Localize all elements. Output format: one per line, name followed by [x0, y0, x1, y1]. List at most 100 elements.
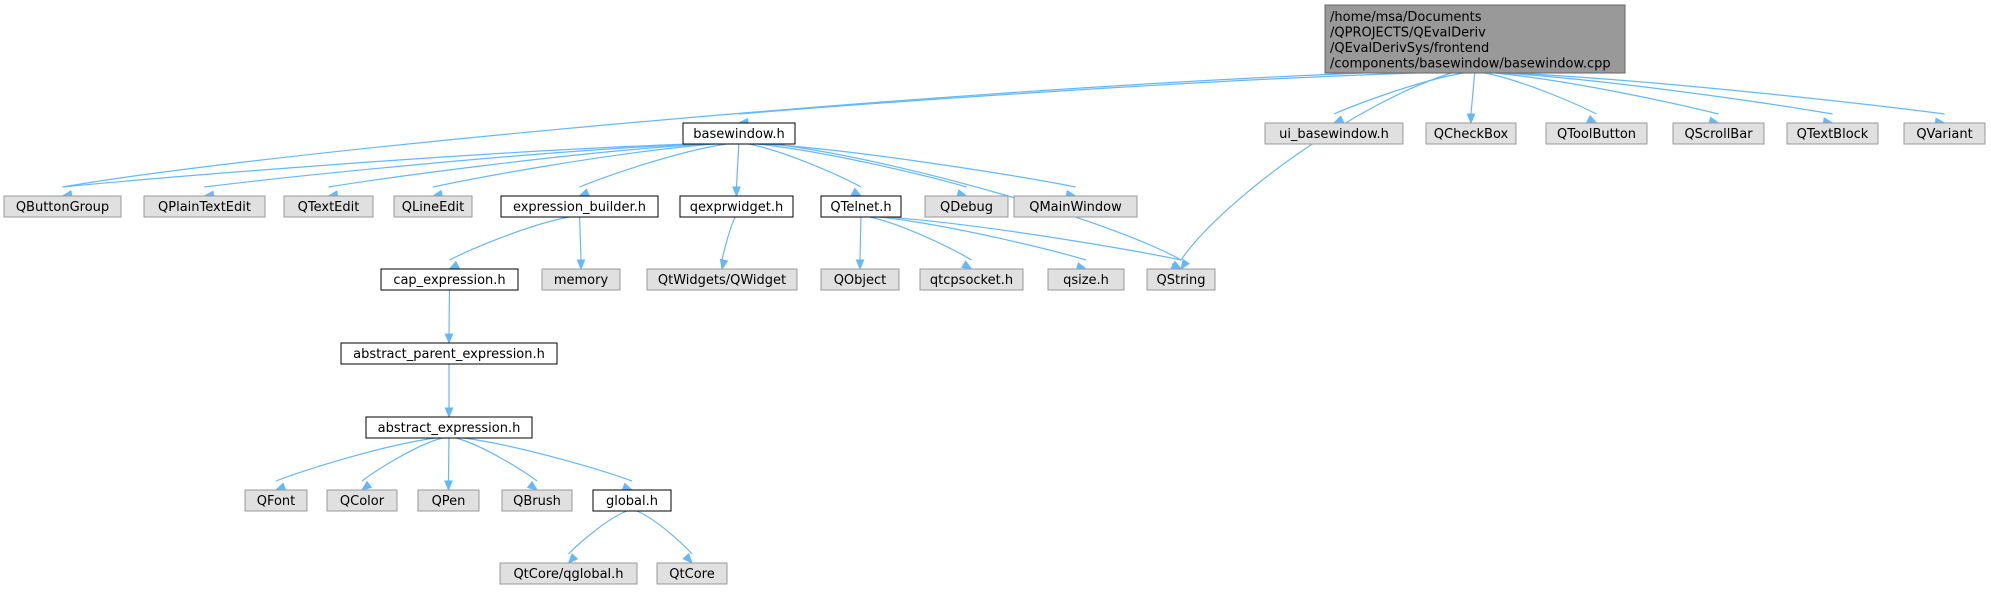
- edge-arrowhead: [444, 407, 454, 419]
- node-box: [501, 489, 573, 512]
- node-cap-expression-h[interactable]: cap_expression.h: [380, 268, 519, 291]
- node-label: QtCore/qglobal.h: [513, 567, 623, 582]
- edge-arrowhead: [578, 188, 590, 197]
- node-memory: memory: [541, 268, 621, 291]
- edge-basewindow_h-to-QTelnet_h: [748, 143, 863, 197]
- edge-line: [735, 143, 740, 188]
- node-label: /components/basewindow/basewindow.cpp: [1330, 57, 1611, 72]
- node-label: QtWidgets/QWidget: [658, 273, 786, 288]
- edge-line: [869, 216, 972, 261]
- edge-line: [463, 437, 633, 482]
- edge-line: [449, 216, 570, 261]
- edge-qexprwidget_h-to-QtWidgets_QWidget: [719, 216, 736, 271]
- node-qtextedit: QTextEdit: [283, 195, 374, 218]
- node-label: QToolButton: [1557, 127, 1636, 142]
- node-qexprwidget-h[interactable]: qexprwidget.h: [679, 195, 794, 218]
- node-abstract-expression-h[interactable]: abstract_expression.h: [365, 416, 533, 439]
- node-box: [1545, 122, 1648, 145]
- node-label: QColor: [340, 494, 385, 509]
- node-expression-builder-h[interactable]: expression_builder.h: [500, 195, 659, 218]
- node-qtwidgets-qwidget: QtWidgets/QWidget: [646, 268, 798, 291]
- edge-line: [757, 143, 967, 188]
- edge-line: [1333, 72, 1464, 115]
- node-qtextblock: QTextBlock: [1786, 122, 1879, 145]
- node-label: QMainWindow: [1029, 200, 1122, 215]
- node-box: [919, 268, 1024, 291]
- node-box: [1324, 4, 1626, 74]
- node-qfont: QFont: [244, 489, 308, 512]
- node-ui-basewindow-h: ui_basewindow.h: [1264, 122, 1404, 145]
- node-label: /home/msa/Documents: [1330, 10, 1482, 25]
- node-global-h[interactable]: global.h: [592, 489, 672, 512]
- edge-line: [361, 437, 443, 482]
- edge-line: [432, 143, 715, 188]
- node-label: QPen: [432, 494, 466, 509]
- node-box: [820, 195, 902, 218]
- edge-line: [275, 437, 436, 482]
- edge-line: [328, 143, 707, 188]
- edge-cap_expression_h-to-abstract_parent_expression_h: [444, 289, 454, 345]
- node-label: QObject: [834, 273, 887, 288]
- edge-arrowhead: [621, 482, 634, 491]
- edge-arrowhead: [567, 553, 579, 564]
- edge-root-to-QToolButton: [1484, 72, 1598, 124]
- node-qplaintextedit: QPlainTextEdit: [143, 195, 266, 218]
- node-label: QTextEdit: [298, 200, 360, 215]
- node-box: [393, 195, 473, 218]
- node-label: QPlainTextEdit: [158, 200, 251, 215]
- node-label: QLineEdit: [402, 200, 465, 215]
- node-box: [1047, 268, 1125, 291]
- node-qobject: QObject: [820, 268, 900, 291]
- node-box: [143, 195, 266, 218]
- node-qdebug: QDebug: [924, 195, 1009, 218]
- node-label: basewindow.h: [693, 127, 785, 142]
- edge-basewindow_h-to-QButtonGroup: [61, 143, 690, 200]
- edge-arrowhead: [855, 259, 865, 271]
- node-qsize-h: qsize.h: [1047, 268, 1125, 291]
- node-qtoolbutton: QToolButton: [1545, 122, 1648, 145]
- edge-line: [859, 216, 862, 261]
- edge-basewindow_h-to-qexprwidget_h: [732, 143, 741, 198]
- edge-arrowhead: [360, 480, 373, 491]
- edge-arrowhead: [448, 260, 460, 270]
- node-qvariant: QVariant: [1903, 122, 1986, 145]
- edge-line: [738, 72, 1417, 115]
- edge-QTelnet_h-to-QObject: [855, 216, 865, 271]
- node-basewindow-h[interactable]: basewindow.h: [682, 122, 796, 145]
- edge-root-to-QScrollBar: [1494, 72, 1720, 125]
- node-box: [283, 195, 374, 218]
- edge-abstract_expression_h-to-QFont: [274, 437, 436, 491]
- node-root: /home/msa/Documents/QPROJECTS/QEvalDeriv…: [1324, 4, 1626, 74]
- node-qtelnet-h[interactable]: QTelnet.h: [820, 195, 902, 218]
- node-box: [380, 268, 519, 291]
- edge-root-to-ui_basewindow_h: [1332, 72, 1464, 124]
- node-label: abstract_parent_expression.h: [353, 347, 545, 362]
- node-label: /QPROJECTS/QEvalDeriv: [1330, 26, 1486, 41]
- node-label: QScrollBar: [1684, 127, 1753, 142]
- edge-line: [1503, 72, 1833, 115]
- node-label: QTelnet.h: [830, 200, 891, 215]
- edge-arrowhead: [444, 480, 453, 492]
- node-label: QFont: [257, 494, 296, 509]
- node-label: QButtonGroup: [16, 200, 109, 215]
- node-box: [1903, 122, 1986, 145]
- edge-arrowhead: [850, 187, 863, 197]
- node-qscrollbar: QScrollBar: [1672, 122, 1765, 145]
- edge-arrowhead: [682, 553, 693, 565]
- node-box: [682, 122, 796, 145]
- edge-abstract_expression_h-to-QPen: [444, 437, 453, 492]
- node-label: qsize.h: [1063, 273, 1109, 288]
- node-label: expression_builder.h: [513, 200, 646, 215]
- edge-abstract_expression_h-to-QColor: [360, 437, 443, 491]
- edge-line: [636, 510, 693, 555]
- node-qbuttongroup: QButtonGroup: [3, 195, 122, 218]
- node-qtcore: QtCore: [656, 562, 728, 585]
- node-box: [3, 195, 122, 218]
- node-label: qtcpsocket.h: [930, 273, 1013, 288]
- edge-arrowhead: [274, 482, 287, 491]
- edge-expression_builder_h-to-memory: [576, 216, 586, 271]
- node-box: [924, 195, 1009, 218]
- node-abstract-parent-expression-h[interactable]: abstract_parent_expression.h: [340, 342, 558, 365]
- node-label: QString: [1156, 273, 1205, 288]
